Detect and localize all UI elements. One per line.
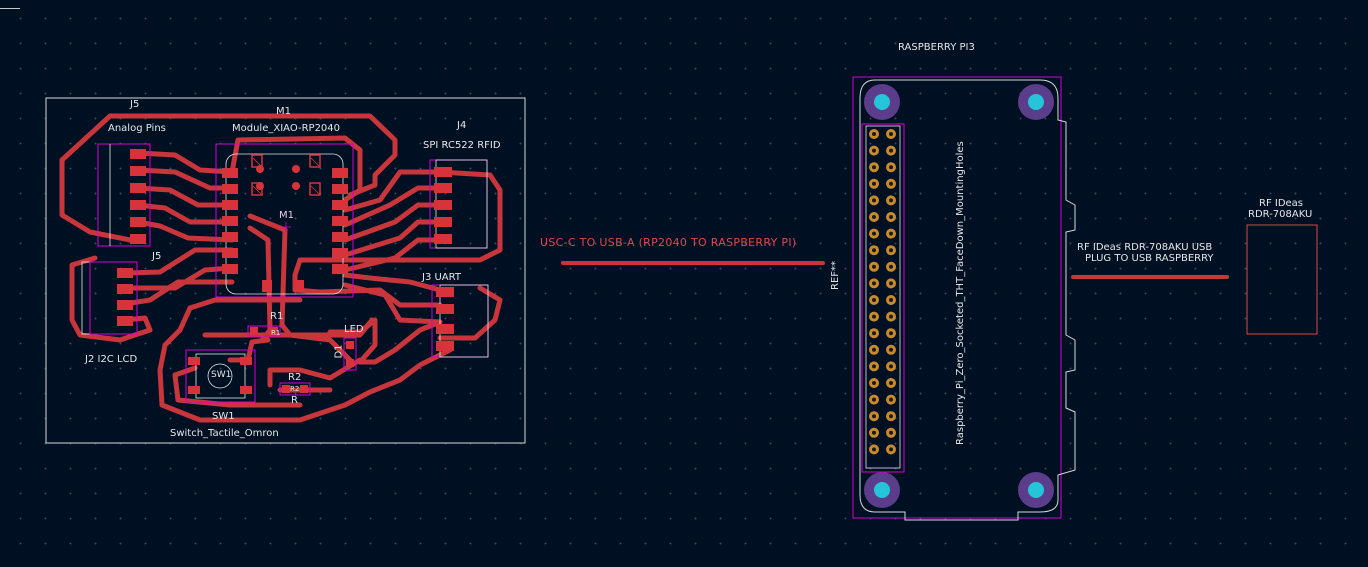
gpio-pin-drill xyxy=(872,314,876,319)
j2-i2c-label: J2 I2C LCD xyxy=(85,354,138,365)
rf-reader-outline xyxy=(1246,224,1318,335)
gpio-pin-drill xyxy=(872,414,876,419)
gpio-pin-drill xyxy=(872,132,876,136)
rf-plug-line2-label: PLUG TO USB RASPBERRY xyxy=(1085,253,1214,264)
board-edge-cuts xyxy=(45,97,526,444)
m1-top-label: M1 xyxy=(276,106,291,117)
r1-pad-label: R1 xyxy=(271,329,281,337)
gpio-pin-drill xyxy=(872,148,876,153)
gpio-pin-drill xyxy=(872,215,876,219)
switch-tactile-label: Switch_Tactile_Omron xyxy=(170,428,279,439)
r2-label: R2 xyxy=(288,372,302,383)
window-corner-mark xyxy=(0,8,20,9)
gpio-pin-drill xyxy=(889,447,893,452)
r2-resistor xyxy=(279,382,311,396)
gpio-pin-drill xyxy=(889,298,893,302)
gpio-header-pins xyxy=(869,129,896,455)
gpio-pin-drill xyxy=(889,215,893,219)
gpio-pin-drill xyxy=(872,231,876,236)
m1-xiao-module xyxy=(215,143,354,298)
gpio-pin-drill xyxy=(889,248,893,253)
gpio-pin-drill xyxy=(889,314,893,319)
gpio-pin-drill xyxy=(889,414,893,419)
raspberry-pi3-label: RASPBERRY PI3 xyxy=(898,42,975,53)
j3-uart-label: J3 UART xyxy=(422,272,461,283)
gpio-pin-drill xyxy=(872,347,876,352)
r1-label: R1 xyxy=(270,311,284,322)
gpio-pin-drill xyxy=(872,331,876,336)
r-value-label: R xyxy=(291,395,298,406)
j5-top-label: J5 xyxy=(130,99,140,110)
sw1-switch xyxy=(185,349,256,403)
analog-pins-label: Analog Pins xyxy=(108,123,166,134)
gpio-pin-drill xyxy=(872,181,876,186)
rpi-footprint-label: Raspberry_Pi_Zero_Socketed_THT_FaceDown_… xyxy=(955,141,966,445)
gpio-pin-drill xyxy=(889,264,893,269)
gpio-pin-drill xyxy=(889,397,893,402)
d1-led xyxy=(343,337,357,371)
usb-c-link-label: USC-C TO USB-A (RP2040 TO RASPBERRY PI) xyxy=(540,236,797,249)
copper-traces xyxy=(59,113,503,423)
rf-ideas-line2-label: RDR-708AKU xyxy=(1248,209,1313,220)
gpio-pin-drill xyxy=(889,181,893,186)
sw1-pad-label: SW1 xyxy=(211,370,232,380)
gpio-pin-drill xyxy=(889,364,893,369)
d1-label: D1 xyxy=(333,344,345,359)
gpio-pin-drill xyxy=(889,331,893,336)
j3-uart-header xyxy=(431,284,489,358)
gpio-pin-drill xyxy=(872,198,876,203)
gpio-pin-drill xyxy=(889,148,893,153)
gpio-pin-drill xyxy=(872,264,876,269)
gpio-pin-drill xyxy=(872,281,876,286)
spi-rfid-label: SPI RC522 RFID xyxy=(423,140,501,151)
m1-center-label: M1 xyxy=(279,210,294,221)
j2-i2c-header xyxy=(81,261,138,335)
r1-resistor xyxy=(247,325,281,337)
led-label: LED xyxy=(344,324,364,335)
gpio-pin-drill xyxy=(872,248,876,253)
j4-label: J4 xyxy=(457,120,467,131)
gpio-pin-drill xyxy=(872,298,876,302)
gpio-pin-drill xyxy=(872,381,876,385)
gpio-pin-drill xyxy=(872,447,876,452)
gpio-pin-drill xyxy=(889,132,893,136)
gpio-pin-drill xyxy=(889,231,893,236)
raspberry-pi-board xyxy=(852,76,1076,521)
rf-ideas-line1-label: RF IDeas xyxy=(1259,198,1304,209)
gpio-pin-drill xyxy=(889,281,893,286)
module-xiao-label: Module_XIAO-RP2040 xyxy=(232,123,341,134)
gpio-pin-drill xyxy=(889,198,893,203)
gpio-pin-drill xyxy=(872,165,876,170)
gpio-pin-drill xyxy=(872,397,876,402)
gpio-pin-drill xyxy=(889,347,893,352)
ref-marker-label: REF** xyxy=(830,260,841,290)
gpio-pin-drill xyxy=(872,430,876,435)
gpio-pin-drill xyxy=(889,381,893,385)
j5-mid-label: J5 xyxy=(152,251,162,262)
rf-plug-line1-label: RF IDeas RDR-708AKU USB xyxy=(1077,242,1213,253)
j4-spi-header xyxy=(429,159,488,249)
j5-analog-header xyxy=(97,143,151,247)
gpio-pin-drill xyxy=(889,165,893,170)
gpio-pin-drill xyxy=(872,364,876,369)
r2-pad-label: R2 xyxy=(290,385,300,393)
gpio-pin-drill xyxy=(889,430,893,435)
sw1-label: SW1 xyxy=(212,411,235,422)
